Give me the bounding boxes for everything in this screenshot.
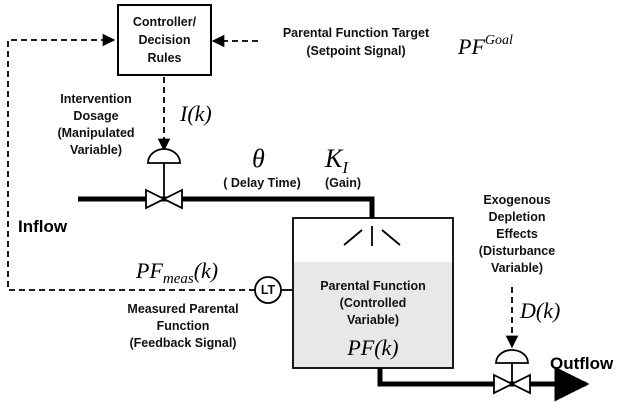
disturbance-symbol: D(k) [519,298,560,323]
disturbance-label-4: (Disturbance [479,244,555,258]
disturbance-label-2: Depletion [489,210,546,224]
level-transmitter [254,276,282,304]
measured-label-3: (Feedback Signal) [130,336,237,350]
tank-outline [292,217,454,369]
tank-label-3: Variable) [347,313,399,327]
tank-label-1: Parental Function [320,279,426,293]
controller-label-1: Controller/ [133,15,197,29]
gain-symbol: KI [324,144,349,177]
setpoint-symbol: PFGoal [457,33,513,59]
controller-box [117,4,212,76]
outflow-pipe [377,368,530,387]
inflow-pipe [78,196,375,218]
measured-label-1: Measured Parental [127,302,238,316]
measured-label-2: Function [157,319,210,333]
outflow-label: Outflow [550,354,614,373]
dosage-label-2: Dosage [73,109,118,123]
inflow-label: Inflow [18,217,68,236]
dosage-label-1: Intervention [60,92,132,106]
disturbance-label-5: Variable) [491,261,543,275]
dosage-symbol: I(k) [179,101,212,126]
controller-label-2: Decision [138,33,190,47]
spray-lines [343,226,401,246]
dosage-label-4: Variable) [70,143,122,157]
level-transmitter-label: LT [261,283,276,297]
tank-symbol: PF(k) [346,335,398,360]
outflow-valve [493,349,531,395]
disturbance-label-3: Effects [496,227,538,241]
setpoint-label-2: (Setpoint Signal) [306,44,405,58]
measured-symbol: PFmeas(k) [135,258,218,287]
tank-label-2: (Controlled [340,296,407,310]
delay-label: ( Delay Time) [223,176,301,190]
tank-liquid [293,262,453,368]
inflow-valve [145,148,183,210]
setpoint-label-1: Parental Function Target [283,26,430,40]
gain-label: (Gain) [325,176,361,190]
controller-label-3: Rules [147,51,181,65]
delay-symbol: θ [252,144,265,173]
dosage-label-3: (Manipulated [57,126,134,140]
disturbance-label-1: Exogenous [483,193,550,207]
feedback-signal-line [7,33,255,291]
